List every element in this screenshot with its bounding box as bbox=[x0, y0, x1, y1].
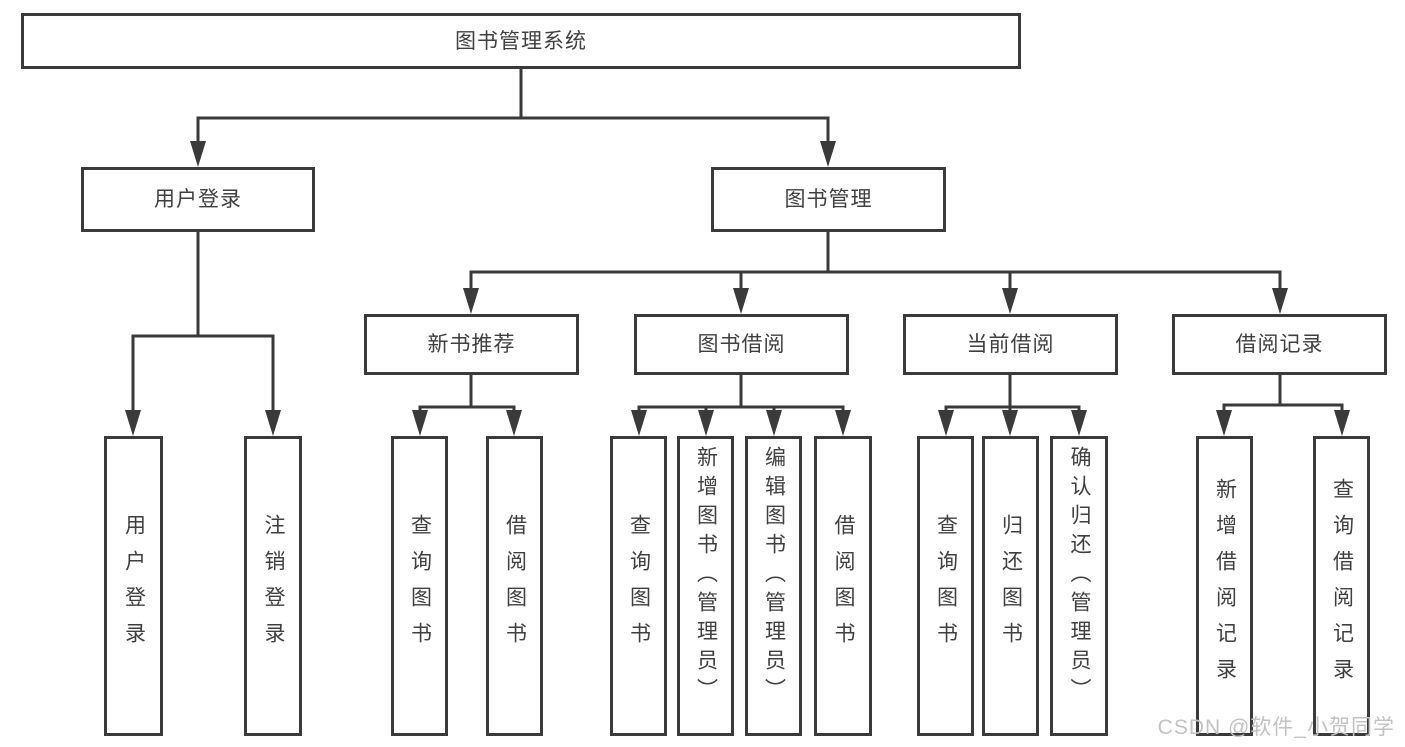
leaf-label: 查询借阅记录 bbox=[1330, 478, 1354, 694]
leaf-label: 注销登录 bbox=[262, 514, 286, 658]
node-current-borrow: 当前借阅 bbox=[903, 314, 1118, 375]
leaf-label: 归还图书 bbox=[999, 514, 1023, 658]
node-borrow-records: 借阅记录 bbox=[1172, 314, 1387, 375]
leaf-borrow-books-borrow: 借阅图书 bbox=[814, 436, 872, 736]
node-book-management: 图书管理 bbox=[711, 167, 946, 232]
leaf-add-borrow-record: 新增借阅记录 bbox=[1196, 436, 1253, 736]
leaf-label: 查询图书 bbox=[627, 514, 651, 658]
leaf-query-books-borrow: 查询图书 bbox=[610, 436, 667, 736]
leaf-label: 新增图书（管理员） bbox=[694, 446, 718, 707]
leaf-query-borrow-record: 查询借阅记录 bbox=[1313, 436, 1370, 736]
leaf-label: 编辑图书（管理员） bbox=[762, 446, 786, 707]
leaf-label: 借阅图书 bbox=[503, 514, 527, 658]
leaf-borrow-books-recommend: 借阅图书 bbox=[486, 436, 543, 736]
arrowheads bbox=[125, 141, 1350, 436]
leaf-add-books-admin: 新增图书（管理员） bbox=[677, 436, 734, 736]
leaf-user-login: 用户登录 bbox=[104, 436, 163, 736]
leaf-query-books-current: 查询图书 bbox=[917, 436, 974, 736]
csdn-watermark: CSDN @软件_小贺同学 bbox=[1157, 716, 1395, 739]
leaf-confirm-return-admin: 确认归还（管理员） bbox=[1050, 436, 1108, 736]
leaf-label: 查询图书 bbox=[408, 514, 432, 658]
leaf-label: 确认归还（管理员） bbox=[1068, 446, 1092, 707]
leaf-edit-books-admin: 编辑图书（管理员） bbox=[745, 436, 802, 736]
node-user-login: 用户登录 bbox=[81, 167, 315, 232]
leaf-label: 查询图书 bbox=[934, 514, 958, 658]
leaf-query-books-recommend: 查询图书 bbox=[391, 436, 448, 736]
leaf-label: 借阅图书 bbox=[832, 514, 856, 658]
leaf-label: 用户登录 bbox=[122, 514, 146, 658]
node-new-book-recommend: 新书推荐 bbox=[364, 314, 579, 375]
connector-paths bbox=[131, 67, 1344, 413]
leaf-label: 新增借阅记录 bbox=[1213, 478, 1237, 694]
leaf-return-books: 归还图书 bbox=[982, 436, 1039, 736]
node-root: 图书管理系统 bbox=[21, 13, 1021, 69]
leaf-logout: 注销登录 bbox=[244, 436, 302, 736]
node-book-borrow: 图书借阅 bbox=[634, 314, 849, 375]
